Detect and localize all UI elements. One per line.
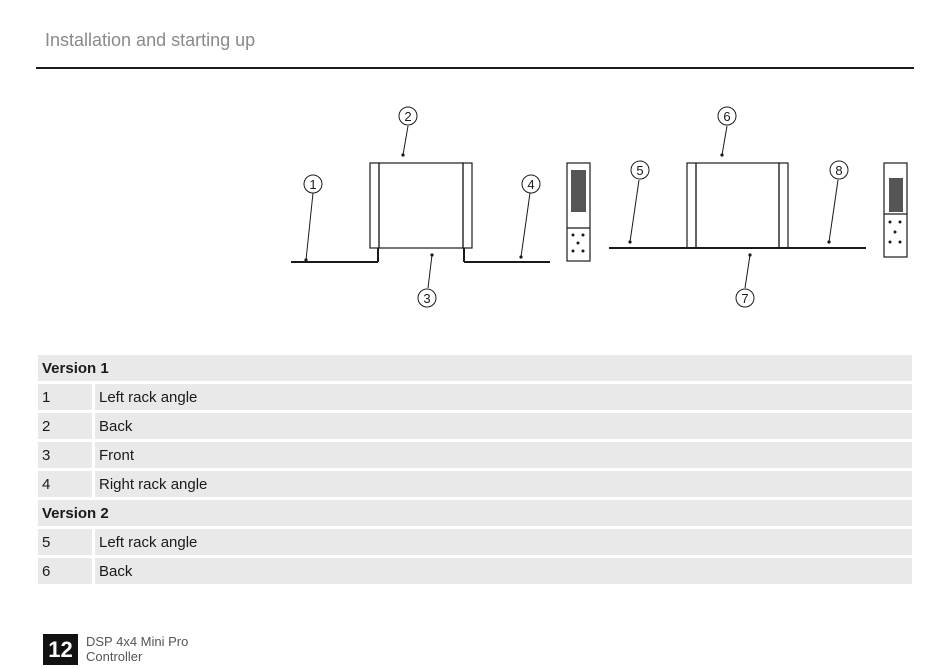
callout-6: 6 (723, 109, 730, 124)
legend-item-label: Right rack angle (95, 471, 912, 497)
callout-5: 5 (636, 163, 643, 178)
product-name: DSP 4x4 Mini Pro Controller (86, 634, 286, 664)
legend-section-row: Version 2 (38, 500, 912, 526)
callout-7: 7 (741, 291, 748, 306)
product-name-line-2: Controller (86, 649, 143, 664)
callout-2: 2 (404, 109, 411, 124)
legend-item-number: 4 (38, 471, 95, 497)
page-header-title: Installation and starting up (45, 30, 256, 50)
legend-item-label: Left rack angle (95, 384, 912, 410)
component-legend-table: Version 1 1 Left rack angle 2 Back 3 Fro… (38, 352, 912, 587)
callout-3: 3 (423, 291, 430, 306)
callout-8: 8 (835, 163, 842, 178)
legend-row: 4 Right rack angle (38, 471, 912, 497)
legend-item-label: Left rack angle (95, 529, 912, 555)
legend-item-number: 3 (38, 442, 95, 468)
callout-1: 1 (309, 177, 316, 192)
legend-row: 3 Front (38, 442, 912, 468)
legend-item-number: 5 (38, 529, 95, 555)
rack-mount-diagram: 1 2 3 4 5 6 7 8 (291, 106, 908, 308)
legend-item-label: Front (95, 442, 912, 468)
legend-row: 6 Back (38, 558, 912, 584)
legend-item-number: 1 (38, 384, 95, 410)
legend-row: 5 Left rack angle (38, 529, 912, 555)
legend-item-label: Back (95, 413, 912, 439)
legend-row: 1 Left rack angle (38, 384, 912, 410)
page-number: 12 (43, 634, 78, 665)
callout-4: 4 (527, 177, 534, 192)
legend-section-label: Version 2 (38, 500, 912, 526)
legend-section-row: Version 1 (38, 355, 912, 381)
legend-item-label: Back (95, 558, 912, 584)
legend-section-label: Version 1 (38, 355, 912, 381)
legend-row: 2 Back (38, 413, 912, 439)
header-divider (36, 67, 914, 69)
legend-item-number: 6 (38, 558, 95, 584)
product-name-line-1: DSP 4x4 Mini Pro (86, 634, 189, 649)
legend-item-number: 2 (38, 413, 95, 439)
